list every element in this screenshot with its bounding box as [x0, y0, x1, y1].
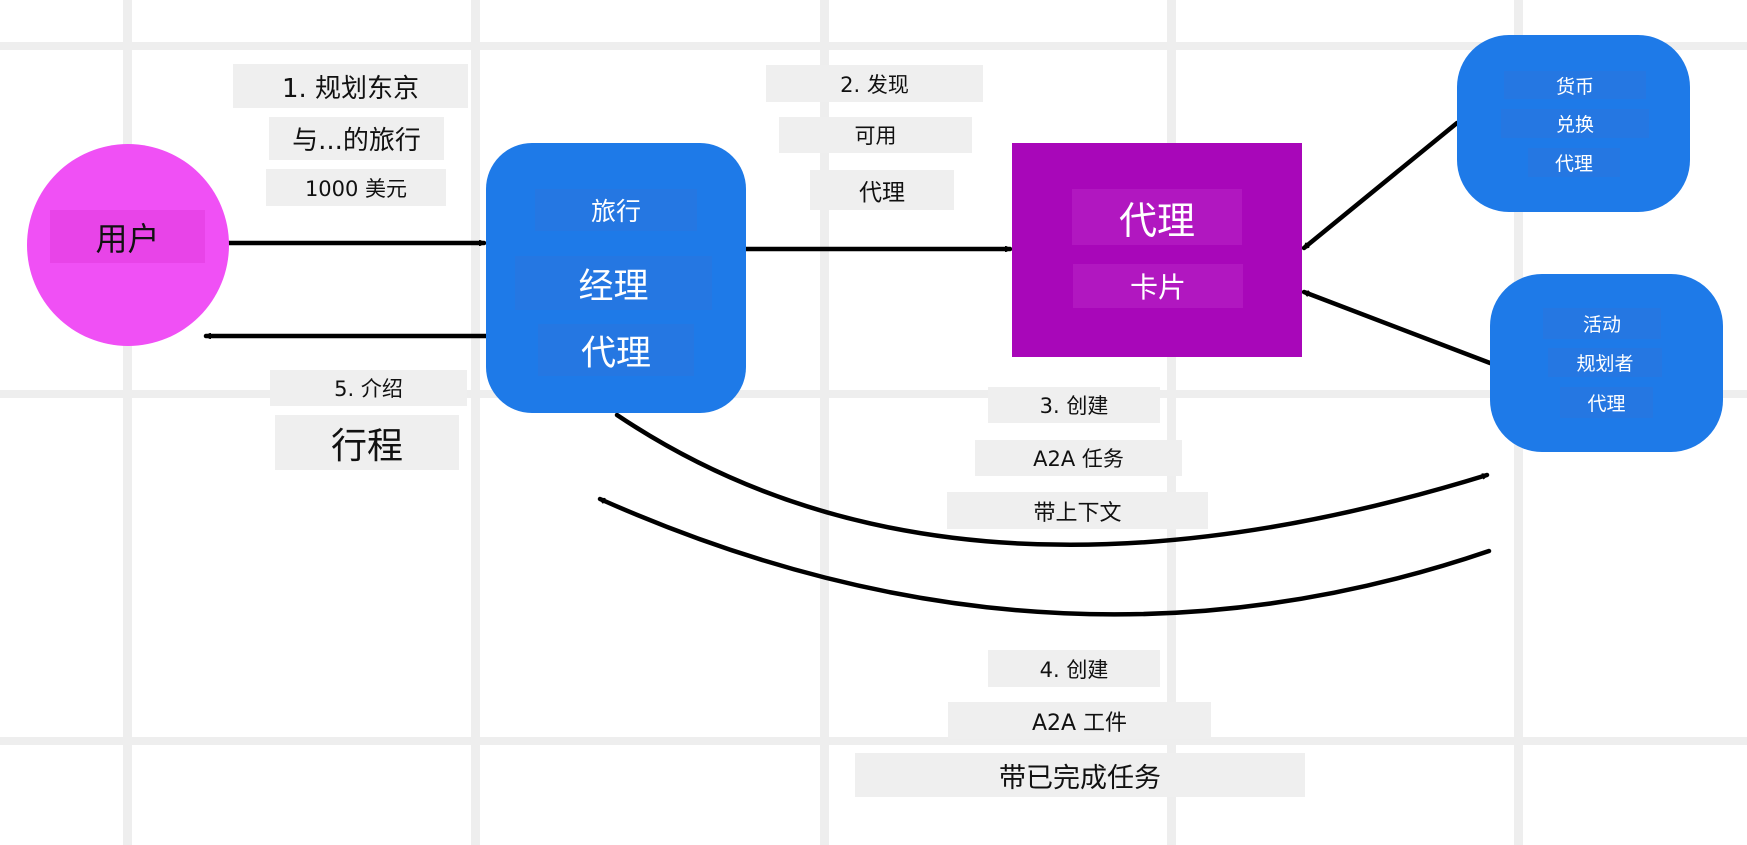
edge-label-step3-line1: 3. 创建	[988, 387, 1160, 423]
travel-manager-label-line2: 经理	[515, 256, 712, 310]
edge-label-step1-line1: 1. 规划东京	[233, 64, 468, 108]
agent-card-node	[1012, 143, 1302, 357]
grid-line	[0, 390, 1747, 398]
edge-label-step5-line2: 行程	[275, 415, 459, 470]
agent-card-label-line1: 代理	[1072, 189, 1242, 245]
user-node-label: 用户	[50, 210, 205, 263]
edge-label-step2-line1: 2. 发现	[766, 65, 983, 102]
grid-line	[1167, 0, 1176, 845]
edge-label-step3-line3: 带上下文	[947, 492, 1208, 529]
edge-label-step4-line1: 4. 创建	[988, 650, 1160, 687]
edge-label-step5-line1: 5. 介绍	[270, 370, 467, 406]
edge-label-step4-line3: 带已完成任务	[855, 753, 1305, 797]
activity-agent-label-line2: 规划者	[1548, 348, 1662, 377]
edge-label-step1-line2: 与...的旅行	[269, 117, 444, 160]
activity-agent-label-line1: 活动	[1543, 308, 1661, 339]
agent-card-label-line2: 卡片	[1073, 264, 1243, 308]
grid-line	[471, 0, 480, 845]
currency-agent-label-line2: 兑换	[1501, 109, 1649, 138]
grid-line	[0, 737, 1747, 745]
grid-line	[123, 0, 132, 845]
edge-label-step2-line2: 可用	[779, 117, 972, 153]
activity-agent-label-line3: 代理	[1560, 387, 1653, 418]
arrow-travel-manager-to-activity-agent	[614, 412, 1490, 548]
edge-label-step3-line2: A2A 任务	[975, 440, 1182, 476]
travel-manager-label-line3: 代理	[538, 324, 694, 376]
arrow-activity-agent-to-travel-manager	[597, 496, 1492, 617]
edge-label-step1-line3: 1000 美元	[266, 169, 446, 206]
arrow-activity-agent-to-agent-card	[1301, 289, 1493, 366]
currency-agent-label-line3: 代理	[1528, 148, 1620, 177]
currency-agent-label-line1: 货币	[1504, 71, 1646, 99]
grid-line	[820, 0, 829, 845]
edge-label-step4-line2: A2A 工件	[948, 702, 1211, 739]
grid-line	[0, 42, 1747, 50]
arrow-currency-agent-to-agent-card	[1301, 120, 1460, 251]
travel-manager-label-line1: 旅行	[535, 189, 697, 231]
edge-label-step2-line3: 代理	[810, 170, 954, 210]
